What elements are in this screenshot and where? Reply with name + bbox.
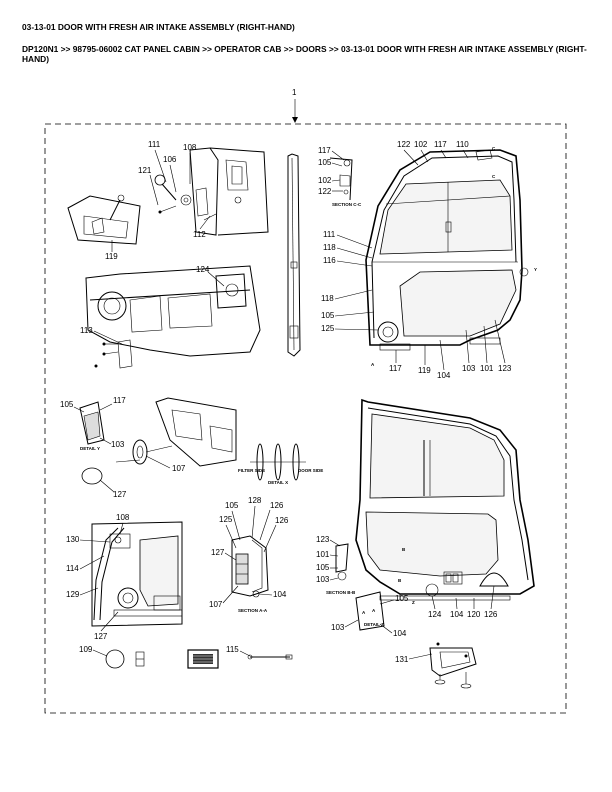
callout-1: 1 [292, 88, 297, 97]
callout-108b: 108 [116, 513, 130, 522]
svg-text:DOOR SIDE: DOOR SIDE [298, 468, 323, 473]
callout-126c: 126 [484, 610, 498, 619]
detail-x: FILTER SIDE DETAIL X DOOR SIDE [238, 443, 323, 485]
callout-105c: 105 [60, 400, 74, 409]
callout-119a: 119 [105, 252, 118, 261]
callout-102a: 102 [318, 176, 332, 185]
handle-detail [154, 147, 269, 236]
cab-corner [91, 521, 183, 627]
callout-121: 121 [138, 166, 152, 175]
callout-125b: 125 [219, 515, 233, 524]
inset-119 [67, 194, 141, 245]
small-parts [105, 642, 477, 689]
callout-126a: 126 [270, 501, 284, 510]
svg-text:C: C [492, 146, 496, 151]
svg-text:SECTION A-A: SECTION A-A [238, 608, 268, 613]
callout-104a: 104 [437, 371, 451, 380]
detail-y: DETAIL Y [79, 401, 105, 451]
door-bottom-right [355, 398, 535, 601]
callout-107a: 107 [172, 464, 186, 473]
section-bb: SECTION B-B B B Z [326, 543, 415, 605]
svg-text:B: B [398, 578, 402, 583]
callout-117b: 117 [434, 140, 447, 149]
section-cc: SECTION C-C [329, 157, 362, 207]
callout-111b: 111 [323, 230, 336, 239]
callout-127c: 127 [211, 548, 225, 557]
callout-110: 110 [456, 140, 469, 149]
callout-122a: 122 [318, 187, 332, 196]
callout-109: 109 [79, 645, 93, 654]
callout-112: 112 [193, 230, 206, 239]
callout-128: 128 [248, 496, 262, 505]
svg-text:Y: Y [534, 267, 537, 272]
svg-text:DETAIL Y: DETAIL Y [80, 446, 100, 451]
callout-103a: 103 [462, 364, 476, 373]
callout-103d: 103 [331, 623, 345, 632]
svg-text:DETAIL Z: DETAIL Z [364, 622, 384, 627]
callout-108a: 108 [183, 143, 197, 152]
callout-105f: 105 [395, 594, 409, 603]
callout-103b: 103 [111, 440, 125, 449]
diagram-border [44, 123, 567, 714]
callout-118a: 118 [323, 243, 336, 252]
svg-text:A: A [372, 608, 376, 613]
callout-127b: 127 [94, 632, 108, 641]
door-profile [287, 153, 301, 357]
callout-123a: 123 [498, 364, 512, 373]
callout-104b: 104 [273, 590, 287, 599]
callout-122b: 122 [397, 140, 411, 149]
cab-panel [85, 265, 261, 369]
page-title: 03-13-01 DOOR WITH FRESH AIR INTAKE ASSE… [22, 22, 295, 32]
svg-text:C: C [492, 174, 496, 179]
callout-124b: 124 [428, 610, 442, 619]
svg-text:A: A [371, 362, 375, 367]
callout-131: 131 [395, 655, 409, 664]
filter-assembly [81, 397, 237, 485]
svg-text:DETAIL X: DETAIL X [268, 480, 288, 485]
svg-text:A: A [362, 610, 366, 615]
svg-text:SECTION C-C: SECTION C-C [332, 202, 362, 207]
callout-113: 113 [80, 326, 93, 335]
callout-117a: 117 [318, 146, 331, 155]
svg-text:B: B [402, 547, 406, 552]
callout-125a: 125 [321, 324, 335, 333]
callout-127a: 127 [113, 490, 127, 499]
callout-105d: 105 [225, 501, 239, 510]
callout-107b: 107 [209, 600, 223, 609]
callout-119b: 119 [418, 366, 431, 375]
callout-123b: 123 [316, 535, 330, 544]
svg-text:FILTER SIDE: FILTER SIDE [238, 468, 265, 473]
callout-101a: 101 [480, 364, 494, 373]
callout-129: 129 [66, 590, 80, 599]
callout-102b: 102 [414, 140, 428, 149]
callout-115: 115 [226, 645, 239, 654]
callout-126b: 126 [275, 516, 289, 525]
callout-117c: 117 [389, 364, 402, 373]
callout-105a: 105 [318, 158, 332, 167]
callout-117d: 117 [113, 396, 126, 405]
callout-118b: 118 [321, 294, 334, 303]
callout-106: 106 [163, 155, 177, 164]
svg-text:SECTION B-B: SECTION B-B [326, 590, 356, 595]
svg-text:Z: Z [412, 600, 415, 605]
door-top-right: C C Y A [365, 146, 537, 367]
callout-120: 120 [467, 610, 481, 619]
callout-111a: 111 [148, 140, 161, 149]
callout-116: 116 [323, 256, 336, 265]
breadcrumb: DP120N1 >> 98795-06002 CAT PANEL CABIN >… [22, 44, 587, 64]
callout-124a: 124 [196, 265, 210, 274]
callout-105b: 105 [321, 311, 335, 320]
callout-104c: 104 [393, 629, 407, 638]
callout-130: 130 [66, 535, 80, 544]
callout-104d: 104 [450, 610, 464, 619]
callout-114: 114 [66, 564, 79, 573]
callout-101b: 101 [316, 550, 330, 559]
callout-103c: 103 [316, 575, 330, 584]
detail-z: A A DETAIL Z [355, 591, 385, 631]
callout-105e: 105 [316, 563, 330, 572]
section-aa: SECTION A-A [231, 535, 269, 613]
